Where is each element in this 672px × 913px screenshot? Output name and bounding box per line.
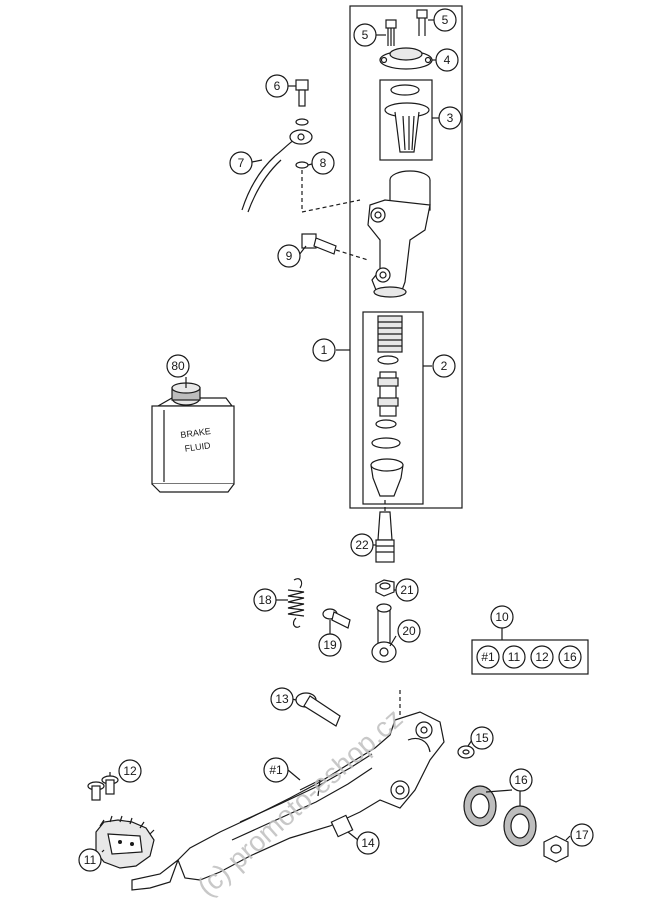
reservoir-screw-left bbox=[385, 19, 397, 46]
svg-text:7: 7 bbox=[238, 156, 245, 170]
kit-item-pedal: #1 bbox=[476, 645, 500, 669]
callout-5b: 5 bbox=[433, 8, 457, 32]
callout-4: 4 bbox=[435, 48, 459, 72]
callout-13: 13 bbox=[270, 687, 294, 711]
assembly-guides bbox=[301, 170, 401, 720]
svg-text:17: 17 bbox=[575, 828, 589, 842]
callout-5a: 5 bbox=[353, 23, 377, 47]
callout-3: 3 bbox=[438, 106, 462, 130]
svg-text:5: 5 bbox=[362, 28, 369, 42]
kit-item-16: 16 bbox=[558, 645, 582, 669]
fluid-can-line1: BRAKE bbox=[180, 426, 212, 440]
callout-15: 15 bbox=[470, 726, 494, 750]
spacer-14 bbox=[330, 814, 354, 838]
lock-nut bbox=[375, 579, 395, 597]
banjo-bolt bbox=[295, 79, 309, 169]
master-cylinder-body bbox=[367, 170, 431, 298]
bearing-16 bbox=[463, 785, 537, 847]
clevis bbox=[371, 603, 397, 663]
svg-text:16: 16 bbox=[514, 773, 528, 787]
callout-7: 7 bbox=[229, 151, 253, 175]
svg-text:80: 80 bbox=[171, 359, 185, 373]
nut-17 bbox=[543, 835, 569, 863]
callout-8: 8 bbox=[311, 151, 335, 175]
brake-pedal bbox=[131, 711, 445, 891]
brake-hose bbox=[241, 129, 313, 213]
svg-text:11: 11 bbox=[84, 853, 97, 867]
pedal-tip-11 bbox=[95, 815, 155, 869]
pivot-bolt bbox=[295, 692, 341, 727]
svg-text:9: 9 bbox=[286, 249, 293, 263]
leader-lines bbox=[101, 19, 571, 853]
callout-22: 22 bbox=[350, 533, 374, 557]
svg-text:15: 15 bbox=[475, 731, 489, 745]
callout-9: 9 bbox=[277, 244, 301, 268]
callout-pedal-1: #1 bbox=[263, 757, 289, 783]
callout-11: 11 bbox=[78, 848, 102, 872]
svg-text:21: 21 bbox=[400, 583, 414, 597]
callout-20: 20 bbox=[397, 619, 421, 643]
piston-kit bbox=[370, 315, 404, 497]
svg-text:3: 3 bbox=[447, 111, 454, 125]
kit-item-12: 12 bbox=[530, 645, 554, 669]
master-cylinder-frame bbox=[349, 5, 463, 509]
svg-text:12: 12 bbox=[123, 764, 137, 778]
reservoir-screw-right bbox=[416, 9, 428, 36]
kit-box bbox=[471, 639, 589, 675]
svg-text:1: 1 bbox=[321, 343, 328, 357]
svg-text:4: 4 bbox=[444, 53, 451, 67]
callout-10: 10 bbox=[490, 605, 514, 629]
svg-text:12: 12 bbox=[535, 650, 549, 664]
svg-text:11: 11 bbox=[508, 650, 521, 664]
callout-19: 19 bbox=[318, 633, 342, 657]
svg-text:10: 10 bbox=[495, 610, 509, 624]
callout-12: 12 bbox=[118, 759, 142, 783]
kit-item-11: 11 bbox=[502, 645, 526, 669]
svg-text:2: 2 bbox=[441, 359, 448, 373]
svg-text:6: 6 bbox=[274, 79, 281, 93]
svg-text:13: 13 bbox=[275, 692, 289, 706]
callout-21: 21 bbox=[395, 578, 419, 602]
callout-14: 14 bbox=[356, 831, 380, 855]
fluid-can-line2: FLUID bbox=[184, 440, 212, 454]
callout-17: 17 bbox=[570, 823, 594, 847]
mounting-bolt-9 bbox=[301, 233, 337, 255]
svg-text:19: 19 bbox=[323, 638, 337, 652]
pushrod bbox=[375, 511, 395, 563]
svg-text:5: 5 bbox=[442, 13, 449, 27]
screws-12 bbox=[87, 775, 119, 801]
svg-text:18: 18 bbox=[258, 593, 272, 607]
svg-text:14: 14 bbox=[361, 836, 375, 850]
callout-1: 1 bbox=[312, 338, 336, 362]
callout-6: 6 bbox=[265, 74, 289, 98]
callout-80: 80 bbox=[166, 354, 190, 378]
callout-2: 2 bbox=[432, 354, 456, 378]
brake-fluid-can: BRAKE FLUID bbox=[151, 382, 235, 493]
callout-18: 18 bbox=[253, 588, 277, 612]
reservoir-cover bbox=[379, 47, 433, 70]
return-spring bbox=[287, 578, 305, 628]
svg-text:20: 20 bbox=[402, 624, 416, 638]
svg-text:#1: #1 bbox=[269, 763, 283, 777]
washer-15 bbox=[457, 745, 475, 759]
svg-text:16: 16 bbox=[563, 650, 577, 664]
callout-16: 16 bbox=[509, 768, 533, 792]
reservoir-gasket-kit bbox=[384, 84, 430, 153]
svg-text:8: 8 bbox=[320, 156, 327, 170]
svg-text:22: 22 bbox=[355, 538, 369, 552]
svg-text:#1: #1 bbox=[481, 650, 495, 664]
clevis-pin bbox=[322, 608, 351, 629]
